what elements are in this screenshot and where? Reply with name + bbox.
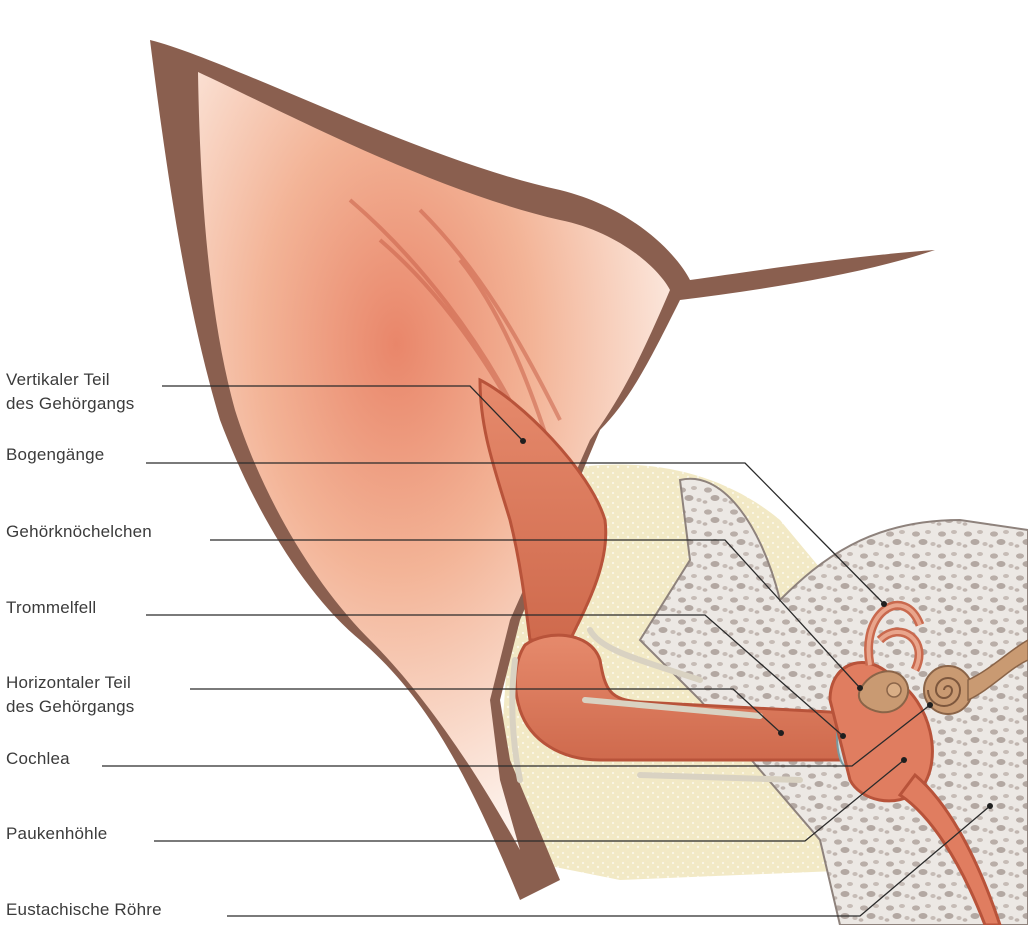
label-ossicles: Gehörknöchelchen: [6, 520, 152, 544]
label-eustachian-tube: Eustachische Röhre: [6, 898, 162, 922]
label-vertical-canal: Vertikaler Teil des Gehörgangs: [6, 368, 135, 416]
label-cochlea: Cochlea: [6, 747, 70, 771]
label-horizontal-canal: Horizontaler Teil des Gehörgangs: [6, 671, 135, 719]
label-eardrum: Trommelfell: [6, 596, 96, 620]
label-tympanic-cavity: Paukenhöhle: [6, 822, 107, 846]
label-semicircular-canals: Bogengänge: [6, 443, 104, 467]
